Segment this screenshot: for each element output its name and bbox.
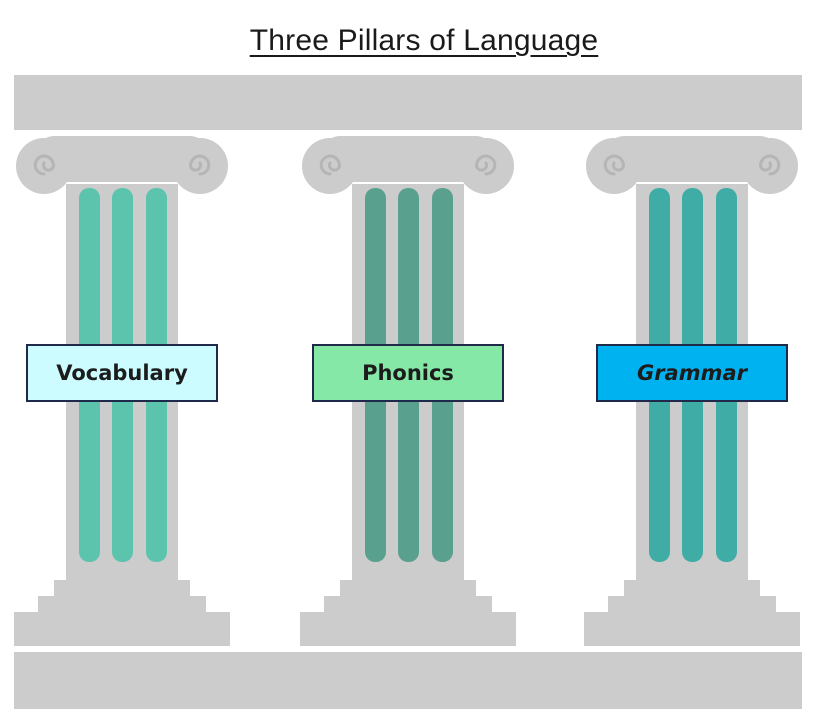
pillar-label-vocabulary: Vocabulary (26, 344, 218, 402)
top-beam (14, 75, 802, 130)
pillar-phonics: Phonics (300, 130, 516, 646)
pillar-vocabulary: Vocabulary (14, 130, 230, 646)
pillar-label-phonics: Phonics (312, 344, 504, 402)
pillar-grammar: Grammar (584, 130, 800, 646)
base-platform (14, 652, 802, 709)
pillar-label-grammar: Grammar (596, 344, 788, 402)
diagram-title: Three Pillars of Language (249, 24, 599, 57)
